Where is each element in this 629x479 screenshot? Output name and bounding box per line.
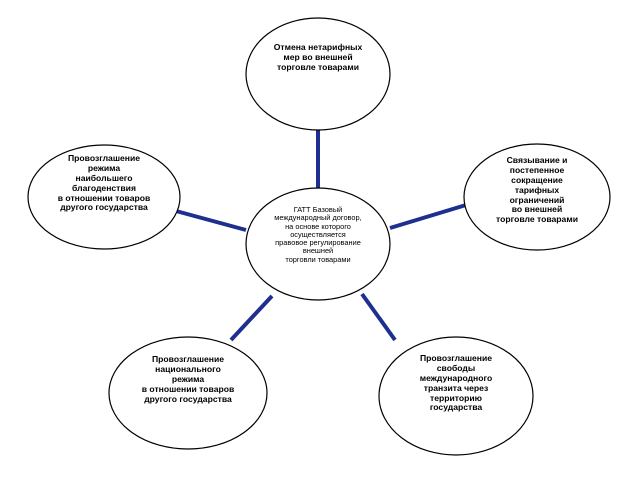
connector-right: [389, 203, 467, 230]
top-node-text: Отмена нетарифных мер во внешней торговл…: [273, 42, 363, 72]
top-node-ellipse: [245, 17, 391, 131]
center-node-ellipse: [245, 187, 391, 301]
bottom-left-node-ellipse: [108, 336, 268, 450]
ellipses: [27, 17, 611, 456]
left-node-text: Провозглашение режима наибольшего благод…: [57, 153, 151, 213]
bottom-left-node-text: Провозглашение национального режима в от…: [141, 354, 235, 404]
bottom-right-node-ellipse: [378, 336, 534, 456]
bottom-right-node-text: Провозглашение свободы международного тр…: [419, 353, 493, 413]
center-node-text: ГАТТ Базовый международный договор, на о…: [274, 205, 362, 264]
connectors: [175, 130, 467, 342]
right-node-ellipse: [463, 143, 611, 251]
connector-bottom-left: [229, 294, 274, 342]
connector-left: [175, 209, 247, 232]
right-node-text: Связывание и постепенное сокращение тари…: [496, 155, 578, 225]
connector-bottom-right: [360, 292, 397, 342]
left-node-ellipse: [27, 144, 181, 250]
